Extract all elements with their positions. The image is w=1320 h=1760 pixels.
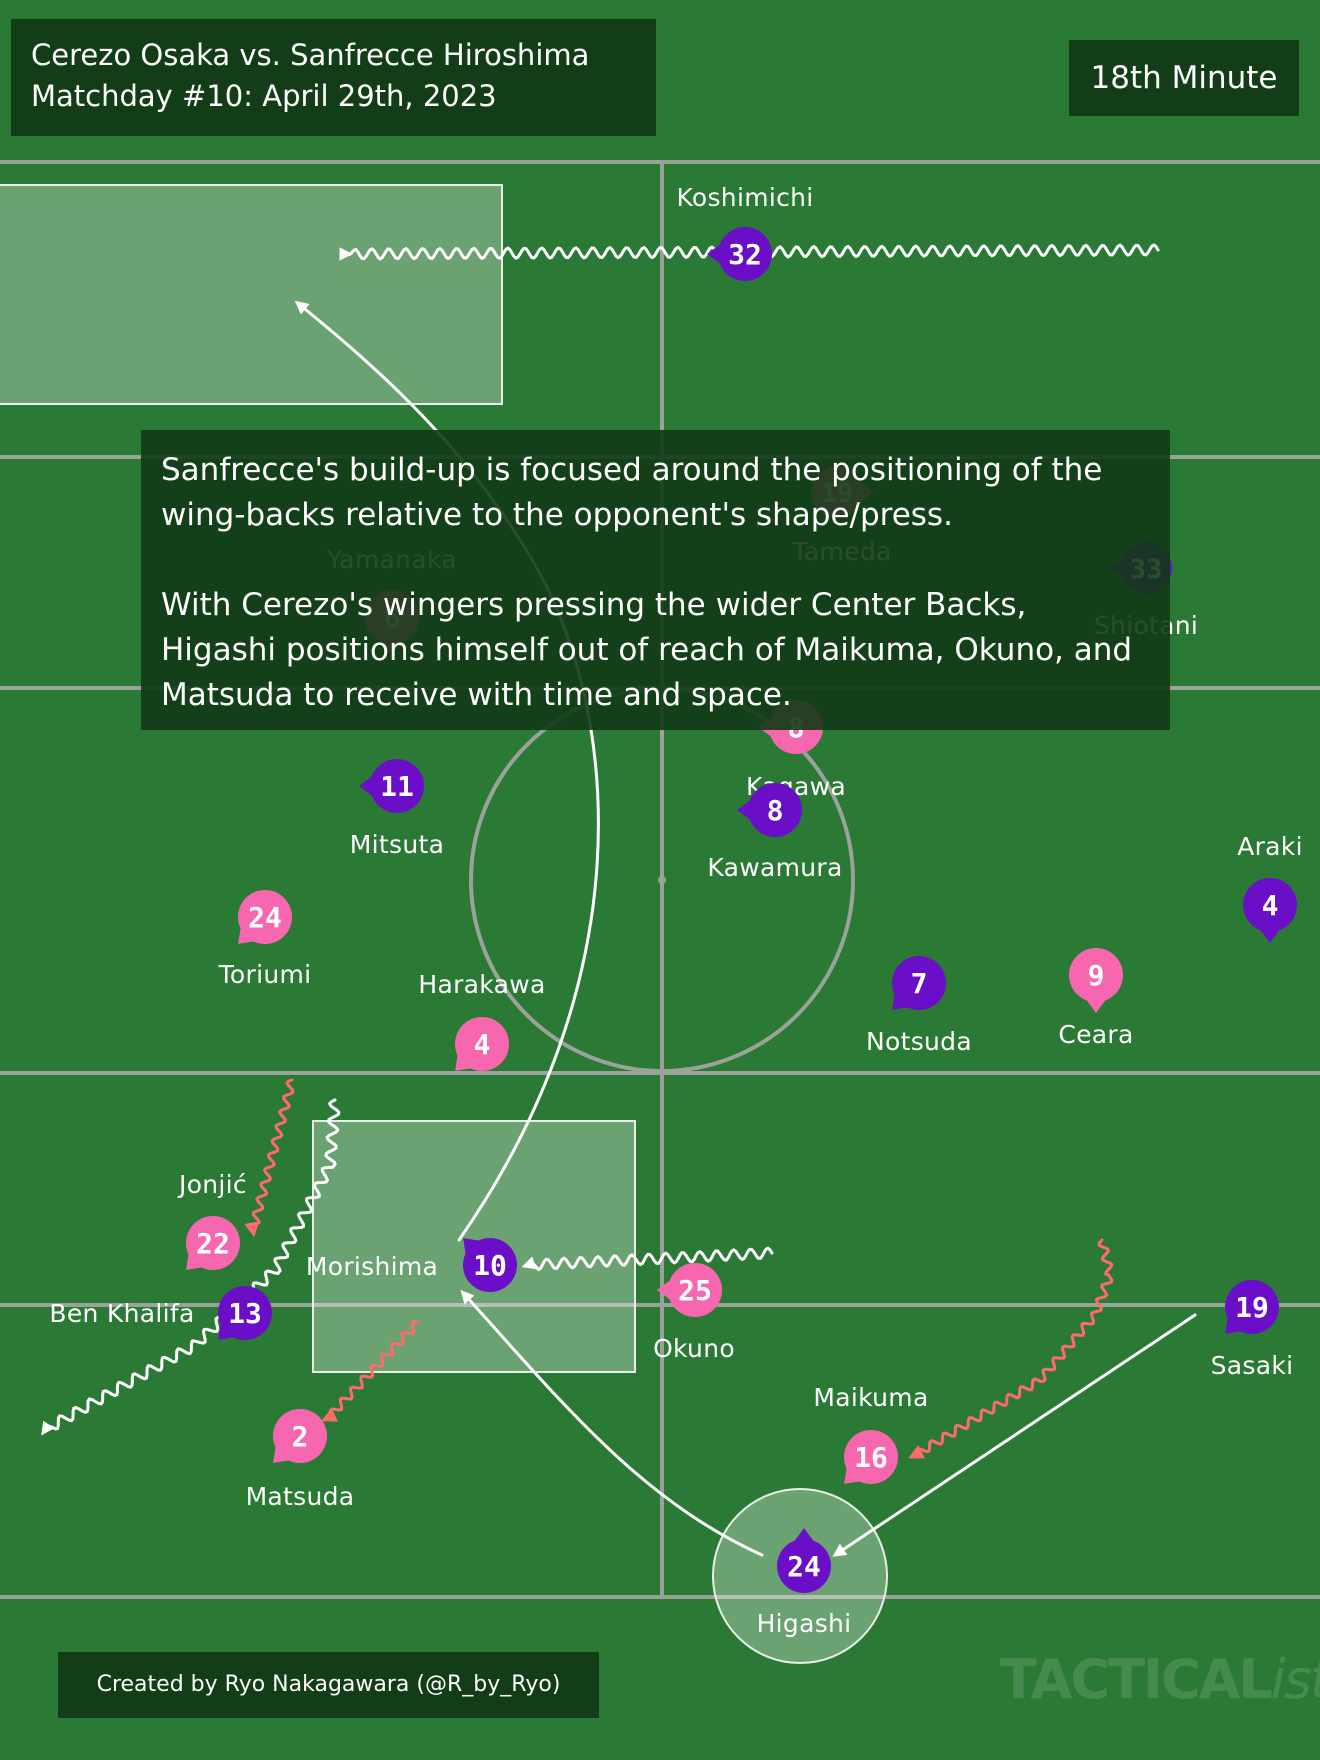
player-number: 22 — [196, 1227, 230, 1260]
press-arrow-matsuda — [321, 1319, 420, 1422]
minute-badge: 18th Minute — [1069, 40, 1299, 116]
player-name: Jonjić — [177, 1170, 247, 1199]
player-name: Mitsuta — [350, 830, 444, 859]
credit-text: Created by Ryo Nakagawara (@R_by_Ryo) — [96, 1672, 561, 1697]
player-dot — [718, 227, 772, 281]
player-number: 9 — [1088, 959, 1105, 992]
player-name: Notsuda — [866, 1027, 972, 1056]
player-name: Toriumi — [218, 960, 312, 989]
player-number: 8 — [767, 794, 784, 827]
player-marker-p32: 32 Koshimichi — [676, 183, 813, 281]
highlight-zone-top — [0, 184, 503, 405]
player-dot — [1225, 1280, 1279, 1334]
facing-direction-icon — [1085, 998, 1107, 1013]
player-name: Koshimichi — [676, 183, 813, 212]
player-name: Kawamura — [707, 853, 842, 882]
player-name: Ceara — [1058, 1020, 1133, 1049]
dribble-arrow-morishima — [521, 1246, 774, 1272]
player-number: 11 — [380, 770, 414, 803]
center-spot — [658, 876, 666, 884]
credit-box: Created by Ryo Nakagawara (@R_by_Ryo) — [58, 1652, 599, 1718]
note-paragraph-1: Sanfrecce's build-up is focused around t… — [161, 452, 1103, 533]
pass-arrow-higashi-to-morishima — [460, 1289, 764, 1557]
player-marker-p16: 16 Maikuma — [813, 1383, 928, 1484]
match-subtitle: Matchday #10: April 29th, 2023 — [31, 79, 497, 113]
player-number: 16 — [854, 1441, 888, 1474]
player-marker-p4s: 4 Araki — [1237, 832, 1303, 943]
press-arrow-maikuma — [908, 1238, 1114, 1459]
watermark-main: TACTICAL — [1000, 1648, 1273, 1711]
player-name: Sasaki — [1211, 1351, 1294, 1380]
player-number: 7 — [911, 967, 928, 1000]
facing-direction-icon — [1259, 928, 1281, 943]
player-number: 10 — [473, 1249, 507, 1282]
player-number: 13 — [228, 1297, 262, 1330]
player-dot — [668, 1263, 722, 1317]
facing-direction-icon — [707, 243, 722, 265]
player-name: Ben Khalifa — [49, 1299, 194, 1328]
player-marker-p4c: 4 Harakawa — [418, 970, 545, 1071]
player-name: Morishima — [306, 1252, 438, 1281]
note-paragraph-2: With Cerezo's wingers pressing the wider… — [161, 587, 1133, 713]
player-dot — [370, 759, 424, 813]
player-number: 19 — [1235, 1291, 1269, 1324]
player-name: Matsuda — [246, 1482, 355, 1511]
player-name: Okuno — [653, 1334, 735, 1363]
player-number: 2 — [292, 1420, 309, 1453]
facing-direction-icon — [737, 799, 752, 821]
player-dot — [1243, 878, 1297, 932]
player-name: Maikuma — [813, 1383, 928, 1412]
player-number: 24 — [787, 1550, 821, 1583]
pass-arrow-sasaki-to-higashi — [832, 1313, 1197, 1557]
player-dot — [463, 1238, 517, 1292]
player-dot — [218, 1286, 272, 1340]
player-number: 24 — [248, 901, 282, 934]
player-number: 32 — [728, 238, 762, 271]
watermark-logo: TACTICALista — [1000, 1645, 1320, 1715]
facing-direction-icon — [793, 1528, 815, 1543]
player-number: 4 — [474, 1028, 491, 1061]
minute-label: 18th Minute — [1090, 60, 1278, 96]
player-marker-p13: 13 Ben Khalifa — [49, 1286, 272, 1340]
match-title: Cerezo Osaka vs. Sanfrecce Hiroshima — [31, 38, 590, 72]
player-dot — [455, 1017, 509, 1071]
player-marker-p22: 22 Jonjić — [177, 1170, 247, 1270]
player-dot — [748, 783, 802, 837]
watermark-italic: ista — [1270, 1648, 1320, 1711]
match-title-box: Cerezo Osaka vs. Sanfrecce Hiroshima Mat… — [11, 19, 656, 136]
player-marker-p10: 10 Morishima — [306, 1238, 517, 1292]
analysis-note: Sanfrecce's build-up is focused around t… — [141, 430, 1170, 730]
player-dot — [844, 1430, 898, 1484]
facing-direction-icon — [657, 1279, 672, 1301]
player-dot — [273, 1409, 327, 1463]
players-layer: 32Koshimichi19Tameda6Yamanaka33Shiotani8… — [49, 183, 1302, 1638]
player-name: Araki — [1237, 832, 1303, 861]
player-number: 4 — [1262, 889, 1279, 922]
player-dot — [186, 1216, 240, 1270]
press-arrow-jonjic — [244, 1078, 295, 1238]
player-name: Harakawa — [418, 970, 545, 999]
player-dot — [238, 890, 292, 944]
facing-direction-icon — [359, 775, 374, 797]
player-dot — [1069, 948, 1123, 1002]
player-number: 25 — [678, 1274, 712, 1307]
player-dot — [892, 956, 946, 1010]
player-name: Higashi — [757, 1609, 852, 1638]
player-dot — [777, 1539, 831, 1593]
